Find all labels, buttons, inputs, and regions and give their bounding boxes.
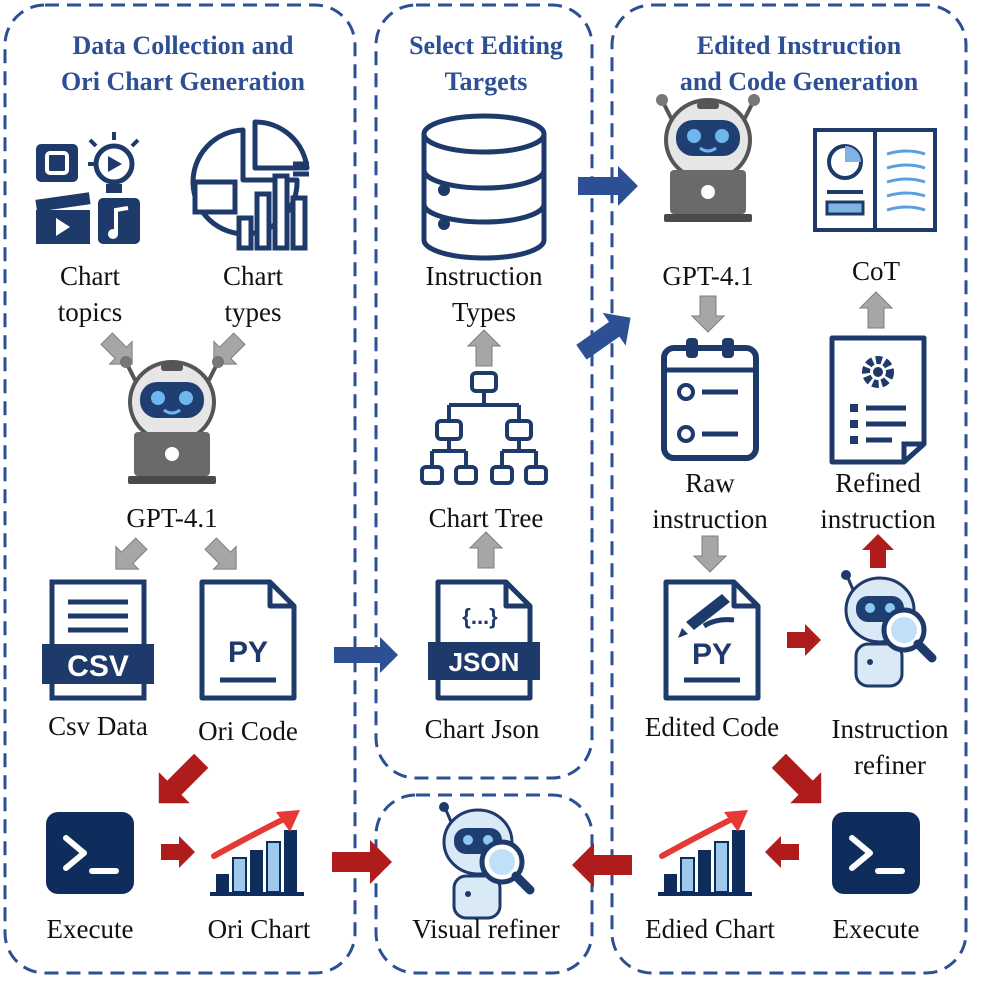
arrow-json-to-tree bbox=[468, 531, 504, 569]
label-raw-instruction-2: instruction bbox=[652, 504, 768, 534]
label-raw-instruction-1: Raw bbox=[685, 468, 735, 498]
database-icon bbox=[421, 113, 547, 261]
csv-text: CSV bbox=[67, 650, 129, 683]
label-visual-refiner: Visual refiner bbox=[412, 914, 560, 944]
arrow-types-to-gpt-right bbox=[578, 166, 638, 206]
label-chart-tree: Chart Tree bbox=[429, 503, 544, 533]
label-instruction-refiner-1: Instruction bbox=[832, 714, 949, 744]
label-execute-left: Execute bbox=[47, 914, 134, 944]
growth-chart-icon-right bbox=[658, 810, 752, 896]
label-execute-right: Execute bbox=[833, 914, 920, 944]
label-gpt-left: GPT-4.1 bbox=[126, 503, 217, 533]
label-csv-data: Csv Data bbox=[48, 711, 148, 741]
panel-title-collection-line2: Ori Chart Generation bbox=[61, 67, 306, 96]
robot-laptop-icon bbox=[118, 354, 226, 486]
label-ori-chart: Ori Chart bbox=[208, 914, 311, 944]
py-text-right: PY bbox=[692, 638, 732, 671]
arrow-code-to-json bbox=[334, 637, 398, 673]
label-refined-instruction-2: instruction bbox=[820, 504, 936, 534]
panel-data-collection bbox=[3, 3, 357, 975]
arrow-tree-to-types bbox=[466, 329, 502, 367]
arrow-code-to-refiner bbox=[787, 624, 821, 656]
document-gear-icon bbox=[829, 335, 927, 465]
arrow-refined-to-cot bbox=[858, 291, 894, 329]
csv-file-icon: CSV bbox=[42, 579, 154, 701]
arrow-types-to-gpt bbox=[213, 332, 246, 365]
robot-magnifier-icon bbox=[439, 802, 530, 918]
arrow-edited-chart-to-refiner bbox=[572, 843, 632, 887]
label-edited-chart: Edied Chart bbox=[645, 914, 775, 944]
arrow-raw-to-code bbox=[692, 535, 728, 573]
panel-title-collection-line1: Data Collection and bbox=[73, 31, 295, 60]
robot-magnifier-icon-instruction bbox=[841, 570, 932, 686]
label-chart-types-2: types bbox=[225, 297, 282, 327]
arrow-gpt-to-raw bbox=[690, 295, 726, 333]
json-braces-text: {...} bbox=[462, 604, 498, 629]
arrow-gpt-to-csv bbox=[115, 537, 148, 570]
cot-document-icon bbox=[813, 128, 937, 232]
label-refined-instruction-1: Refined bbox=[835, 468, 921, 498]
terminal-icon-right bbox=[832, 812, 920, 894]
arrow-tree-to-gpt-right bbox=[576, 312, 631, 360]
arrow-gpt-to-py bbox=[204, 537, 237, 570]
label-chart-json: Chart Json bbox=[425, 714, 540, 744]
panel-title-select-line1: Select Editing bbox=[409, 31, 563, 60]
label-instruction-types-1: Instruction bbox=[426, 261, 543, 291]
label-edited-code: Edited Code bbox=[645, 712, 779, 742]
media-icon bbox=[35, 132, 140, 244]
label-cot: CoT bbox=[852, 256, 901, 286]
robot-laptop-icon-right bbox=[654, 92, 762, 224]
label-chart-types-1: Chart bbox=[223, 261, 283, 291]
chart-types-icon bbox=[190, 119, 310, 251]
panel-title-select-line2: Targets bbox=[445, 67, 528, 96]
arrow-code-to-execute bbox=[158, 753, 209, 804]
label-instruction-types-2: Types bbox=[452, 297, 516, 327]
panel-edited-generation bbox=[610, 3, 968, 975]
tree-icon bbox=[420, 371, 548, 485]
growth-chart-icon bbox=[210, 810, 304, 896]
label-gpt-right: GPT-4.1 bbox=[662, 261, 753, 291]
py-file-icon-edited: PY bbox=[666, 582, 758, 698]
arrow-execute-to-ori-chart bbox=[161, 836, 195, 868]
json-text: JSON bbox=[449, 647, 520, 677]
arrow-ori-chart-to-refiner bbox=[332, 840, 392, 884]
label-chart-topics-1: Chart bbox=[60, 261, 120, 291]
panel-select-targets bbox=[374, 3, 594, 780]
label-chart-topics-2: topics bbox=[58, 297, 123, 327]
clipboard-icon bbox=[661, 338, 759, 461]
terminal-icon bbox=[46, 812, 134, 894]
py-text-left: PY bbox=[228, 636, 268, 669]
label-ori-code: Ori Code bbox=[198, 716, 298, 746]
arrow-refiner-to-refined bbox=[862, 534, 894, 568]
label-instruction-refiner-2: refiner bbox=[854, 750, 926, 780]
arrow-topics-to-gpt bbox=[100, 332, 133, 365]
arrow-code-to-execute-right bbox=[771, 753, 822, 804]
panel-title-edited-line1: Edited Instruction bbox=[697, 31, 902, 60]
json-file-icon: {...} JSON bbox=[428, 582, 540, 698]
panel-title-edited-line2: and Code Generation bbox=[680, 67, 919, 96]
arrow-execute-to-edited-chart bbox=[765, 836, 799, 868]
py-file-icon: PY bbox=[202, 582, 294, 698]
